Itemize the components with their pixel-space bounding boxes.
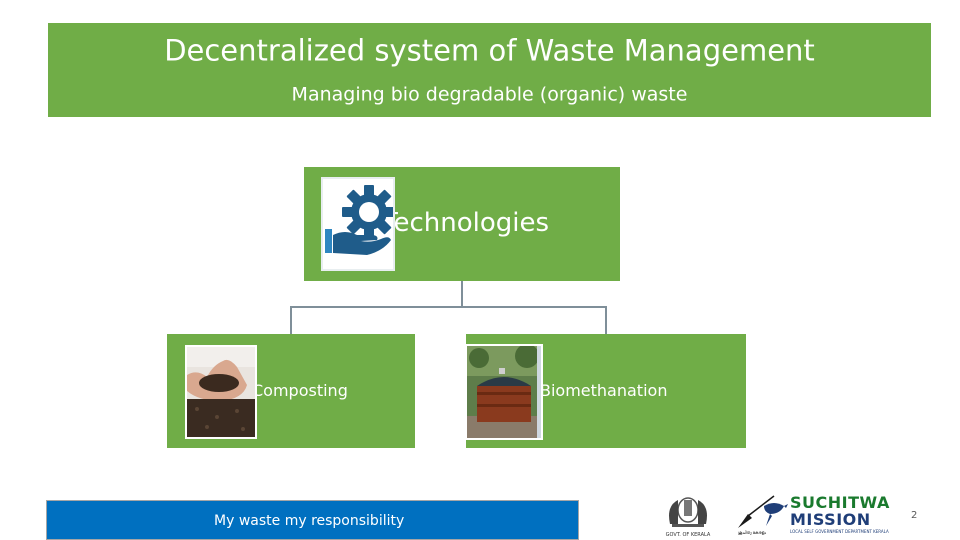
- slide-title: Decentralized system of Waste Management: [164, 33, 815, 68]
- kerala-emblem-caption: GOVT. OF KERALA: [665, 532, 711, 538]
- emblem-icon: [669, 497, 707, 527]
- bird-broom-icon: [738, 495, 788, 528]
- node-label-biomethanation: Biomethanation: [540, 381, 668, 400]
- page-number: 2: [911, 510, 918, 521]
- connector-root-stem: [461, 281, 463, 307]
- suchitwa-malayalam-caption: ശുചിത്വ കേരളം: [738, 530, 767, 535]
- biogas-plant-photo: [465, 344, 543, 440]
- footer-slogan: My waste my responsibility: [214, 513, 405, 529]
- mission-wordmark: MISSION: [790, 510, 871, 529]
- gear-hand-icon: [321, 177, 395, 271]
- kerala-emblem-logo: GOVT. OF KERALA: [662, 494, 714, 538]
- connector-left-drop: [290, 306, 292, 334]
- connector-right-drop: [605, 306, 607, 334]
- title-banner: Decentralized system of Waste Management…: [48, 23, 931, 117]
- connector-horizontal: [290, 306, 607, 308]
- suchitwa-wordmark: SUCHITWA: [790, 493, 890, 512]
- suchitwa-mission-logo: SUCHITWA MISSION LOCAL SELF GOVERNMENT D…: [734, 492, 889, 538]
- node-label-composting: Composting: [252, 381, 348, 400]
- footer-banner: My waste my responsibility: [46, 500, 579, 540]
- slide-subtitle: Managing bio degradable (organic) waste: [291, 83, 688, 106]
- compost-hands-photo: [185, 345, 257, 439]
- suchitwa-tagline: LOCAL SELF GOVERNMENT DEPARTMENT KERALA: [790, 529, 889, 534]
- node-label-technologies: Technologies: [382, 208, 550, 238]
